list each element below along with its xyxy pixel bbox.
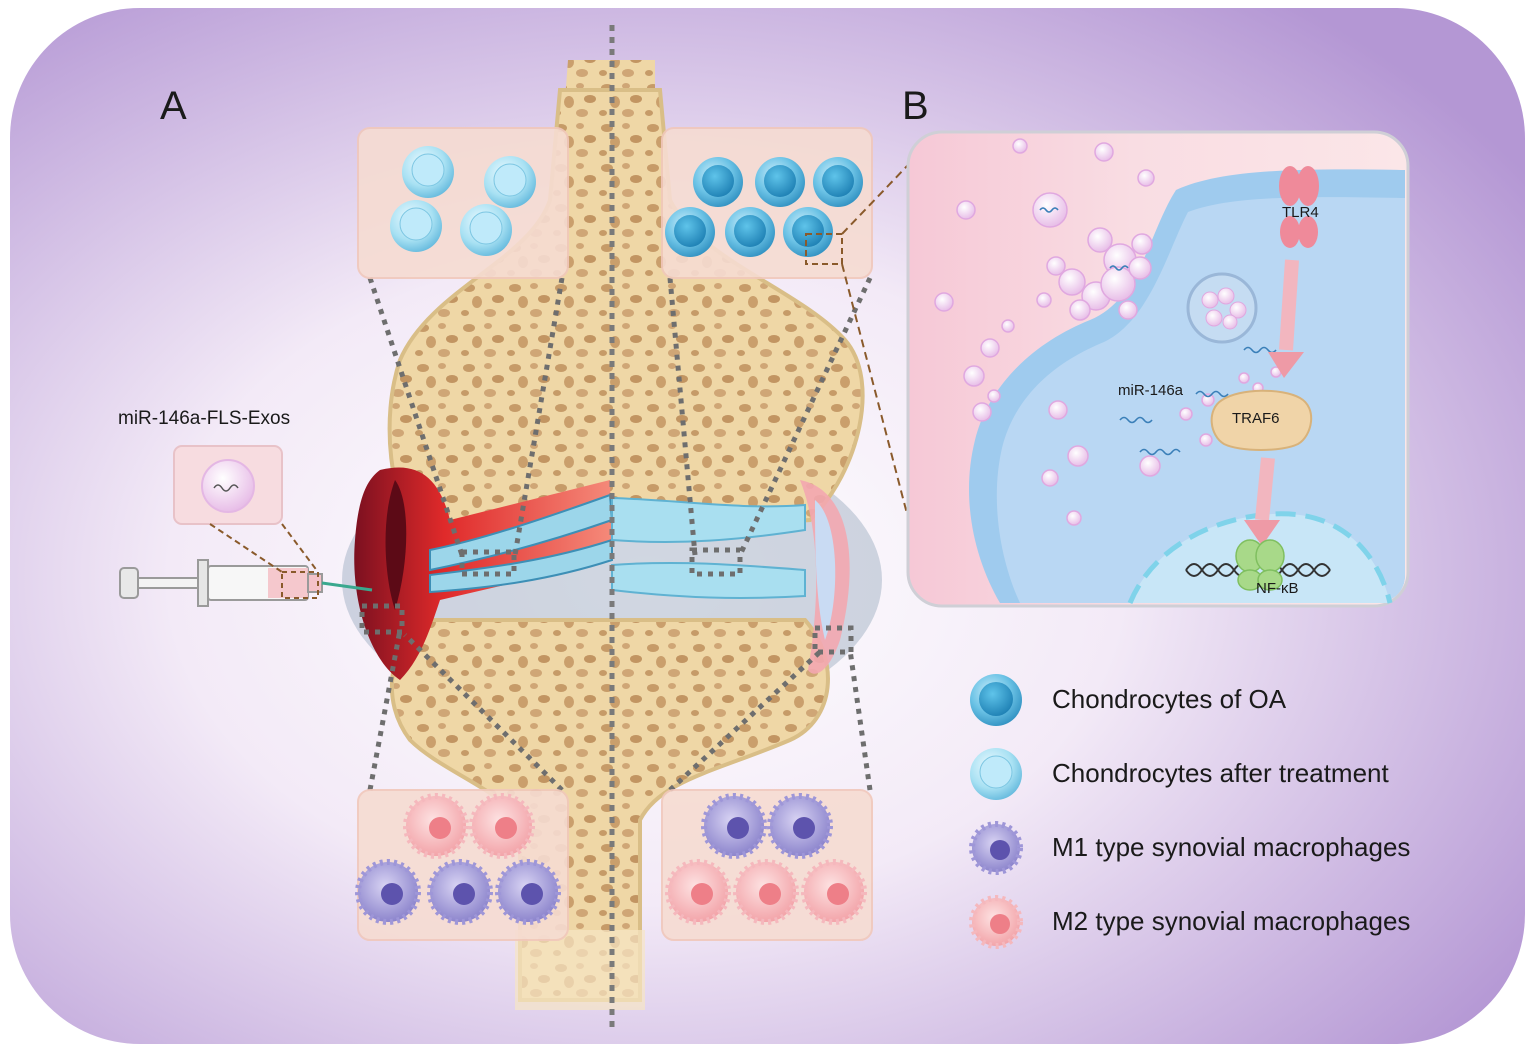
exosome-cluster: [934, 138, 1282, 526]
treated-chondrocyte-cell: [402, 146, 454, 198]
m2-macrophage-icon: [969, 895, 1023, 949]
m1-macrophage-cell: [495, 859, 561, 925]
mirna-label: miR-146a: [1118, 382, 1184, 399]
exosome-icon: [201, 459, 255, 513]
nfkb-label: NF-κB: [1256, 580, 1299, 597]
traf6-protein-icon: [1210, 389, 1313, 451]
oa-chondrocyte-cell: [665, 207, 715, 257]
injection-label: miR-146a-FLS-Exos: [118, 408, 291, 429]
inset-macrophages-before: [355, 789, 569, 941]
inset-macrophages-after: [661, 789, 873, 941]
treated-chondrocyte-icon: [970, 748, 1022, 800]
legend-label-m2-macrophages: M2 type synovial macrophages: [1052, 906, 1411, 936]
oa-chondrocyte-cell: [813, 157, 863, 207]
inset-treated-chondrocytes: [357, 127, 569, 279]
legend-icons: [969, 674, 1023, 949]
mirna-strands: [1039, 207, 1277, 456]
inset-oa-chondrocytes: [661, 127, 873, 279]
oa-chondrocyte-cell: [725, 207, 775, 257]
m1-macrophage-cell: [767, 793, 833, 859]
treated-chondrocyte-cell: [390, 200, 442, 252]
tlr4-receptor-icon: [1279, 166, 1319, 248]
exosome-inset: [173, 445, 319, 573]
m1-macrophage-cell: [427, 859, 493, 925]
oa-chondrocyte-cell: [693, 157, 743, 207]
m2-macrophage-cell: [403, 793, 469, 859]
traf6-label: TRAF6: [1232, 410, 1280, 427]
treated-chondrocyte-cell: [460, 204, 512, 256]
m1-macrophage-cell: [355, 859, 421, 925]
femur: [387, 88, 865, 548]
legend-label-m1-macrophages: M1 type synovial macrophages: [1052, 832, 1411, 862]
legend-label-treated-chondrocytes: Chondrocytes after treatment: [1052, 758, 1389, 788]
activation-arrow: [1268, 259, 1304, 378]
knee-joint: [342, 25, 882, 1030]
m1-macrophage-icon: [969, 821, 1023, 875]
legend-label-oa-chondrocytes: Chondrocytes of OA: [1052, 684, 1287, 714]
oa-chondrocyte-icon: [970, 674, 1022, 726]
m1-macrophage-cell: [701, 793, 767, 859]
signaling-inset: [906, 130, 1410, 608]
activation-arrow: [1244, 457, 1280, 546]
m2-macrophage-cell: [733, 859, 799, 925]
oa-chondrocyte-cell: [755, 157, 805, 207]
treated-chondrocyte-cell: [484, 156, 536, 208]
panel-label-b: B: [902, 84, 929, 128]
oa-chondrocyte-cell: [783, 207, 833, 257]
m2-macrophage-cell: [665, 859, 731, 925]
tlr4-label: TLR4: [1282, 204, 1319, 221]
m2-macrophage-cell: [801, 859, 867, 925]
syringe-icon: [119, 559, 373, 607]
panel-label-a: A: [160, 84, 187, 128]
zoom-guides: [359, 276, 873, 792]
m2-macrophage-cell: [469, 793, 535, 859]
nfkb-protein-icon: [1235, 539, 1285, 591]
